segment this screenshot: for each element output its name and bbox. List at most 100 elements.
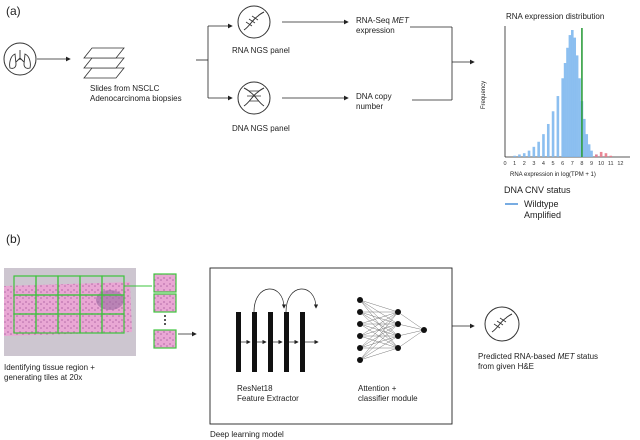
histogram-bar-wildtype (568, 35, 572, 157)
slides-label-line2: Adenocarcinoma biopsies (90, 94, 182, 103)
histogram-bar-wildtype (527, 150, 531, 157)
histogram-bar-wildtype (542, 134, 545, 157)
histogram-bar-wildtype (537, 141, 540, 157)
deep-learning-model-label: Deep learning model (210, 430, 284, 439)
histogram-bar-wildtype (522, 153, 526, 157)
histogram-bar-wildtype (578, 78, 581, 157)
nn-edge (359, 347, 399, 361)
met-italic: MET (392, 16, 409, 25)
histogram-bar-amplified (599, 151, 603, 157)
nn-node (395, 309, 401, 315)
nn-node (395, 321, 401, 327)
prediction-prefix: Predicted RNA-based (478, 352, 558, 361)
lungs-icon (3, 42, 37, 76)
histogram-bar-wildtype (513, 155, 516, 157)
prediction-suffix: status (574, 352, 599, 361)
legend-wildtype-label: Wildtype (524, 199, 559, 209)
histogram-bar-wildtype (573, 37, 577, 158)
histogram-bar-wildtype (575, 55, 579, 157)
nn-node (357, 345, 363, 351)
prediction-label-line2: from given H&E (478, 362, 535, 371)
legend-title: DNA CNV status (504, 185, 571, 195)
histogram-bar-wildtype (585, 134, 589, 157)
histogram-bar-wildtype (546, 123, 550, 157)
tile-grid (13, 275, 125, 334)
rna-ngs-panel-label: RNA NGS panel (232, 46, 290, 55)
nn-node (357, 297, 363, 303)
dna-ngs-panel-label: DNA NGS panel (232, 124, 290, 133)
nn-edge (359, 311, 399, 325)
panel-b-label: (b) (6, 232, 21, 246)
nn-edge (359, 323, 399, 361)
rna-seq-met-line2: expression (356, 26, 395, 35)
histogram-bar-wildtype (518, 154, 521, 157)
attention-label-line1: Attention + (358, 384, 397, 393)
panel-b-diagram (4, 267, 520, 425)
deep-learning-model-box (209, 267, 453, 425)
panel-a-label: (a) (6, 4, 21, 18)
x-tick-label: 12 (617, 161, 623, 167)
histogram-bar-wildtype (571, 30, 574, 157)
x-tick-label: 4 (542, 161, 545, 167)
x-tick-label: 2 (523, 161, 526, 167)
histogram-bar-amplified (595, 154, 598, 157)
dna-icon-dna-panel (237, 81, 271, 115)
nn-edge (359, 335, 399, 361)
x-tick-label: 6 (561, 161, 564, 167)
histogram-bar-wildtype (556, 96, 560, 157)
nn-edge (397, 329, 425, 349)
neural-network-icon (359, 299, 425, 361)
nn-node (421, 327, 427, 333)
slides-label-line1: Slides from NSCLC (90, 84, 160, 93)
tiles-label-line2: generating tiles at 20x (4, 373, 83, 382)
nn-node (395, 333, 401, 339)
histogram-bar-wildtype (563, 63, 567, 157)
resnet-label-line2: Feature Extractor (237, 394, 299, 403)
x-tick-label: 8 (580, 161, 583, 167)
histogram-bar-wildtype (590, 150, 593, 157)
extracted-tiles (153, 273, 177, 349)
x-tick-label: 3 (532, 161, 535, 167)
nn-node (395, 345, 401, 351)
x-tick-label: 0 (503, 161, 506, 167)
histogram-bar-wildtype (532, 146, 536, 157)
histogram-bar-amplified (604, 153, 608, 157)
histogram-bar-wildtype (566, 47, 569, 157)
histogram-bar-wildtype (551, 111, 555, 157)
dna-icon-rna-panel (237, 5, 271, 39)
tissue-slide-image (4, 268, 136, 356)
attention-label-line2: classifier module (358, 394, 418, 403)
nn-edge (359, 311, 399, 349)
rna-seq-prefix: RNA-Seq (356, 16, 393, 25)
histogram-bar-amplified (609, 155, 613, 157)
x-tick-label: 9 (590, 161, 593, 167)
dna-copy-line2: number (356, 102, 384, 111)
x-tick-label: 11 (608, 161, 614, 167)
dna-copy-line1: DNA copy (356, 92, 392, 101)
histogram-bar-wildtype (561, 78, 564, 157)
resnet-label-line1: ResNet18 (237, 384, 273, 393)
chart-xlabel: RNA expression in log(TPM + 1) (510, 172, 596, 178)
x-tick-label: 7 (571, 161, 574, 167)
legend-amplified-label: Amplified (524, 210, 562, 220)
histogram-bar-wildtype (587, 144, 591, 157)
prediction-label-line1: Predicted RNA-based MET status (478, 352, 598, 362)
histogram-bar-wildtype (583, 118, 586, 157)
chart-title: RNA expression distribution (506, 12, 605, 21)
x-tick-label: 10 (598, 161, 604, 167)
prediction-met-italic: MET (557, 352, 575, 361)
x-tick-label: 1 (513, 161, 516, 167)
rna-seq-met-line1: RNA-Seq MET (356, 16, 409, 26)
nn-edge (359, 311, 399, 361)
nn-node (357, 309, 363, 315)
nn-edge (397, 323, 425, 331)
nn-edge (397, 311, 425, 331)
nn-edge (397, 329, 425, 337)
chart-ylabel: Frequency (481, 80, 488, 110)
nn-edge (359, 311, 399, 337)
nn-node (357, 321, 363, 327)
tiles-label-line1: Identifying tissue region + (4, 363, 95, 372)
nn-edge (359, 299, 399, 313)
nn-node (357, 357, 363, 363)
